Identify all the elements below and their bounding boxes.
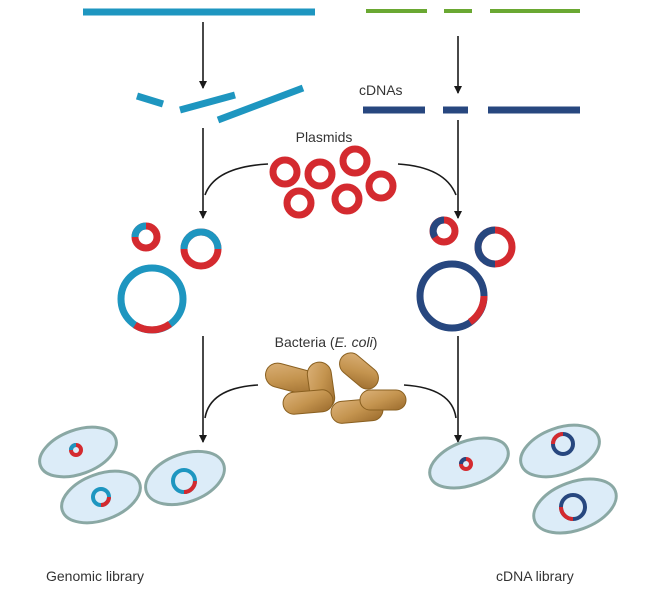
bacteria-label-suffix: ) — [372, 334, 378, 350]
bacteria-cluster — [265, 352, 407, 424]
genomic-fragments — [135, 84, 305, 124]
arrow-bacteria-right — [403, 384, 457, 419]
plasmid-cluster — [269, 145, 397, 219]
bacteria-label: Bacteria (E. coli) — [275, 334, 378, 350]
genomic-library-label: Genomic library — [46, 568, 145, 584]
cdna-library-label: cDNA library — [496, 568, 574, 584]
genomic-library-cells — [38, 425, 226, 525]
cdna-recombinant-plasmids — [416, 216, 516, 332]
bacteria-label-prefix: Bacteria ( — [274, 334, 335, 350]
arrow-plasmids-left — [204, 163, 269, 196]
plasmids-label: Plasmids — [295, 129, 353, 145]
arrow-bacteria-left — [204, 384, 259, 419]
bacteria-label-species: E. coli — [334, 334, 373, 350]
cdna-library-cells — [428, 423, 618, 535]
arrow-plasmids-right — [397, 163, 457, 196]
cdnas-label: cDNAs — [359, 82, 403, 98]
genomic-recombinant-plasmids — [117, 222, 222, 334]
